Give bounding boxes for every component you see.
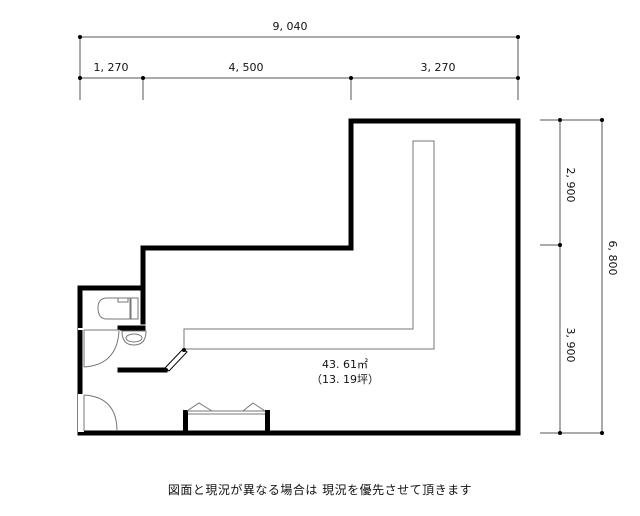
overall-width-label: 9, 040: [273, 20, 308, 33]
top-dimensions: [79, 36, 519, 100]
toilet-fixture: [97, 297, 139, 320]
width-segment-1-label: 1, 270: [94, 61, 129, 74]
height-segment-1-label: 2, 900: [564, 168, 577, 203]
counter: [183, 140, 435, 350]
height-segment-2-label: 3, 900: [564, 328, 577, 363]
width-segment-3-label: 3, 270: [421, 61, 456, 74]
washbasin: [121, 330, 147, 346]
area-tsubo: （13. 19坪）: [311, 373, 379, 386]
footer-note: 図面と現況が異なる場合は 現況を優先させて頂きます: [167, 483, 473, 497]
width-segment-2-label: 4, 500: [229, 61, 264, 74]
right-dimension-dots: [558, 118, 604, 435]
top-dimension-dots: [78, 35, 520, 80]
toilet-door-swing: [83, 329, 120, 368]
bottom-entrance: [183, 402, 270, 433]
area-sqm: 43. 61㎡: [322, 358, 368, 371]
walls: [77, 118, 521, 436]
sliding-door: [164, 348, 188, 372]
overall-height-label: 6, 800: [606, 241, 619, 276]
right-dimensions: [540, 119, 603, 434]
entrance-opening: [78, 394, 84, 432]
wall-gap: [78, 328, 84, 330]
entrance-door-swing: [83, 394, 118, 432]
